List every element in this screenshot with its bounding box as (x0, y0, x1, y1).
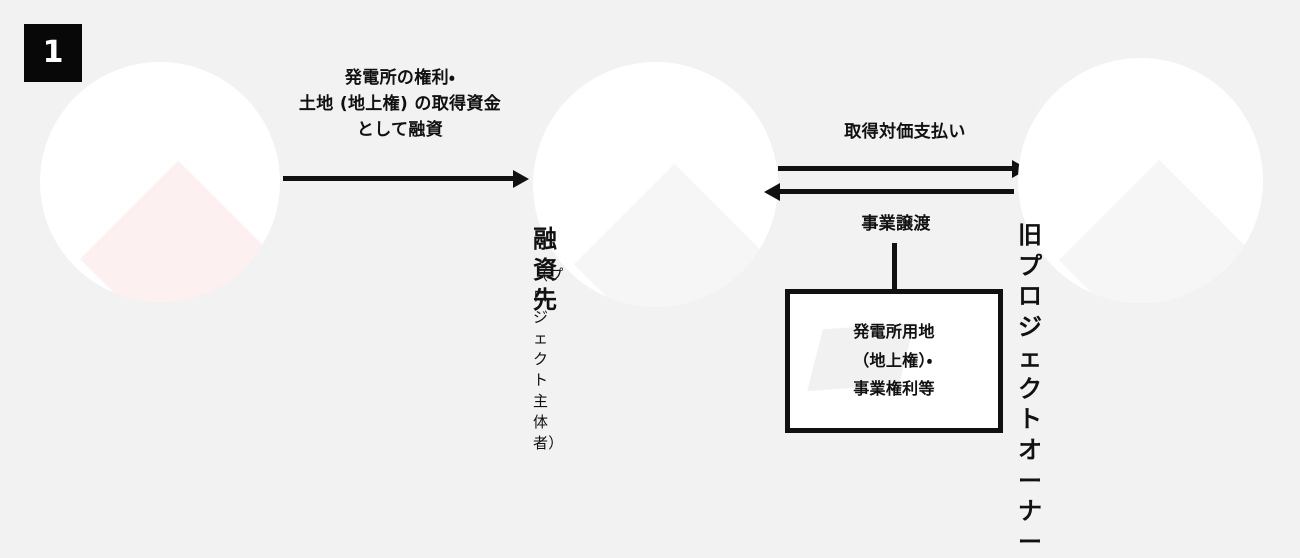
flow-transfer-label: 事業譲渡 (861, 214, 931, 234)
flow-loan-arrow (283, 176, 515, 181)
long-shadow (573, 163, 778, 307)
node-owner-circle (1018, 58, 1263, 303)
flow-payment-label: 取得対価支払い (844, 122, 966, 142)
asset-box: 発電所用地 （地上権）・ 事業権利等 (785, 289, 1003, 433)
node-borrower-circle (533, 62, 778, 307)
flow-loan-label: 発電所の権利・ 土地 (地上権) の取得資金 として融資 (298, 68, 502, 140)
flow-transfer-arrow (778, 189, 1014, 194)
node-lender-circle (40, 62, 280, 302)
asset-box-connector (892, 243, 897, 291)
flow-payment-arrow (778, 166, 1014, 171)
step-number-text: 1 (42, 35, 64, 70)
bar-chart-icon-bars (52, 147, 68, 215)
asset-box-label: 発電所用地 （地上権）・ 事業権利等 (853, 322, 935, 399)
long-shadow (1058, 159, 1263, 303)
diagram-canvas: 1 発電所の権利・ 土地 (地上権) の取得資金 として融資 (0, 0, 1300, 490)
long-shadow (79, 160, 280, 302)
step-number-badge: 1 (24, 24, 82, 82)
